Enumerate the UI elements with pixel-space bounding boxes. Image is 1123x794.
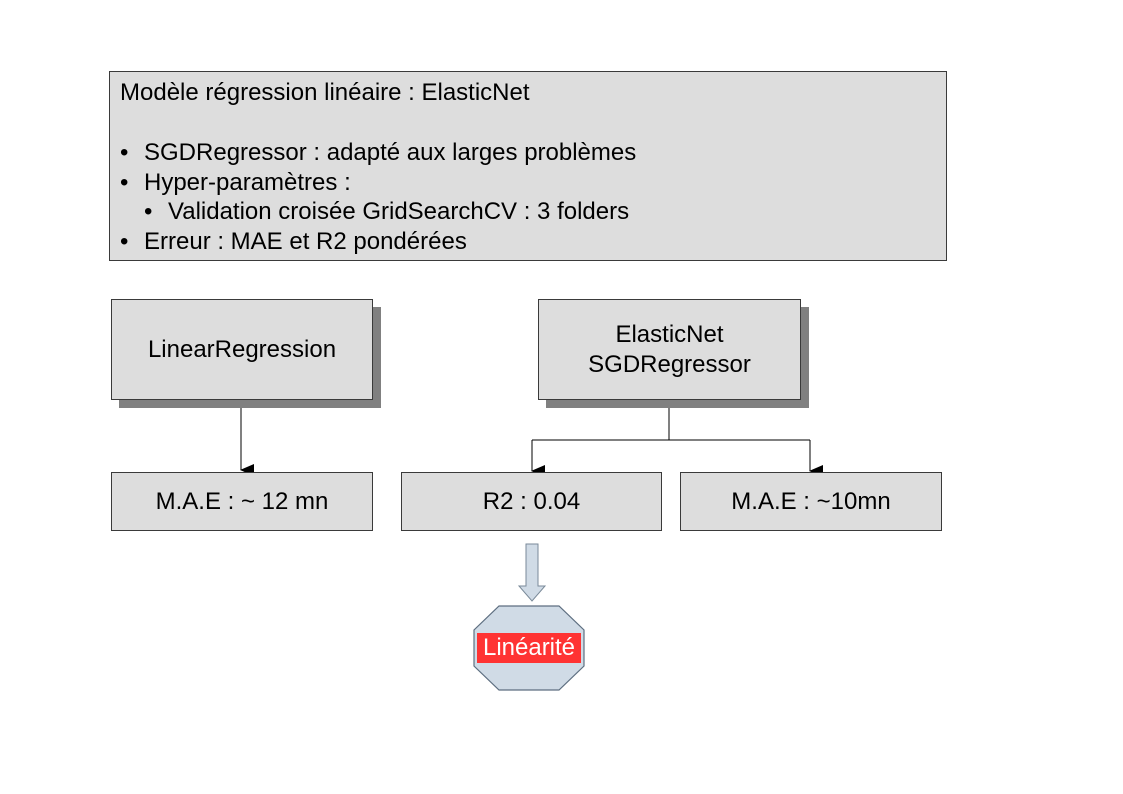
down-block-arrow	[517, 543, 547, 602]
sgdregressor-label: SGDRegressor	[588, 350, 751, 378]
linear-mae-box: M.A.E : ~ 12 mn	[111, 472, 373, 531]
elasticnet-label: ElasticNet	[615, 320, 724, 348]
r2-box: R2 : 0.04	[401, 472, 662, 531]
r2-label: R2 : 0.04	[482, 487, 581, 515]
info-title: Modèle régression linéaire : ElasticNet	[120, 79, 530, 106]
linear-regression-label: LinearRegression	[147, 335, 337, 363]
bullet-sgd: SGDRegressor : adapté aux larges problèm…	[120, 138, 936, 168]
elastic-mae-box: M.A.E : ~10mn	[680, 472, 942, 531]
info-bullet-list: SGDRegressor : adapté aux larges problèm…	[120, 138, 936, 256]
linear-mae-label: M.A.E : ~ 12 mn	[155, 487, 329, 515]
info-box: Modèle régression linéaire : ElasticNet …	[109, 71, 947, 261]
linear-regression-box: LinearRegression	[111, 299, 373, 400]
elasticnet-box: ElasticNet SGDRegressor	[538, 299, 801, 400]
bullet-hyperparams: Hyper-paramètres :	[120, 168, 936, 198]
bullet-cross-validation: Validation croisée GridSearchCV : 3 fold…	[120, 197, 936, 227]
elastic-mae-label: M.A.E : ~10mn	[731, 487, 891, 515]
linearity-label: Linéarité	[477, 633, 581, 663]
bullet-error: Erreur : MAE et R2 pondérées	[120, 227, 936, 257]
